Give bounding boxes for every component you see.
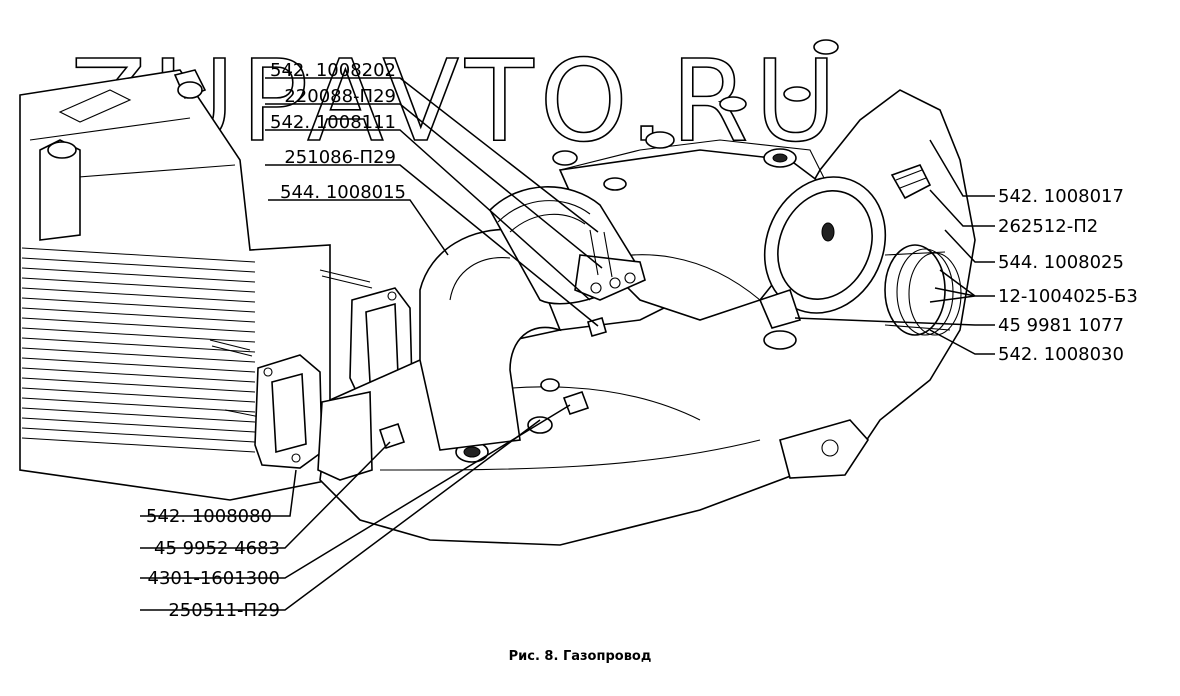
cooling-fin <box>21 277 256 293</box>
cooling-fin <box>21 347 256 363</box>
clamp-542-1008202 <box>489 186 646 337</box>
cooling-fin <box>21 417 256 433</box>
cooling-fin <box>21 307 256 323</box>
cooling-fin <box>21 297 256 313</box>
cylinder-fins <box>21 247 256 453</box>
label-542-1008030: 542. 1008030 <box>998 344 1124 365</box>
label-220088-p29: 220088-П29 <box>284 86 396 107</box>
label-4301-1601300: 4301-1601300 <box>148 568 280 589</box>
manifold-bosses <box>317 39 839 481</box>
label-542-1008111: 542. 1008111 <box>270 112 396 133</box>
flange-542-1008017 <box>758 176 887 329</box>
gasket-542-1008080 <box>254 354 323 469</box>
label-12-1004025-b3: 12-1004025-Б3 <box>998 286 1138 307</box>
labels-left-bottom: 542. 1008080 45 9952 4683 4301-1601300 2… <box>146 506 280 621</box>
cooling-fin <box>21 317 256 333</box>
cooling-fin <box>21 357 256 373</box>
cooling-fin <box>21 387 256 403</box>
cooling-fin <box>21 247 256 263</box>
cooling-fin <box>21 397 256 413</box>
cooling-fin <box>21 367 256 383</box>
label-45-9981-1077: 45 9981 1077 <box>998 315 1124 336</box>
label-542-1008080: 542. 1008080 <box>146 506 272 527</box>
label-45-9952-4683: 45 9952 4683 <box>154 538 280 559</box>
label-544-1008025: 544. 1008025 <box>998 252 1124 273</box>
label-542-1008202: 542. 1008202 <box>270 60 396 81</box>
label-262512-p2: 262512-П2 <box>998 216 1098 237</box>
plug-262512 <box>890 164 932 200</box>
cooling-fin <box>21 327 256 343</box>
label-250511-p29: 250511-П29 <box>168 600 280 621</box>
label-251086-p29: 251086-П29 <box>284 147 396 168</box>
cooling-fin <box>21 257 256 273</box>
cooling-fin <box>21 337 256 353</box>
labels-right: 542. 1008017 262512-П2 544. 1008025 12-1… <box>998 186 1138 365</box>
cooling-fin <box>21 377 256 393</box>
pipe-ring-assembly <box>884 244 962 336</box>
cooling-fin <box>21 287 256 303</box>
cooling-fin <box>21 407 256 423</box>
cooling-fin <box>21 267 256 283</box>
leader-lines <box>140 77 995 611</box>
figure-caption: Рис. 8. Газопровод <box>509 649 652 664</box>
cooling-fin <box>21 437 256 453</box>
cooling-fin <box>21 427 256 443</box>
label-544-1008015: 544. 1008015 <box>280 182 406 203</box>
exhaust-pipe-elbow <box>419 228 562 451</box>
label-542-1008017: 542. 1008017 <box>998 186 1124 207</box>
labels-left-top: 542. 1008202 220088-П29 542. 1008111 251… <box>270 60 406 203</box>
